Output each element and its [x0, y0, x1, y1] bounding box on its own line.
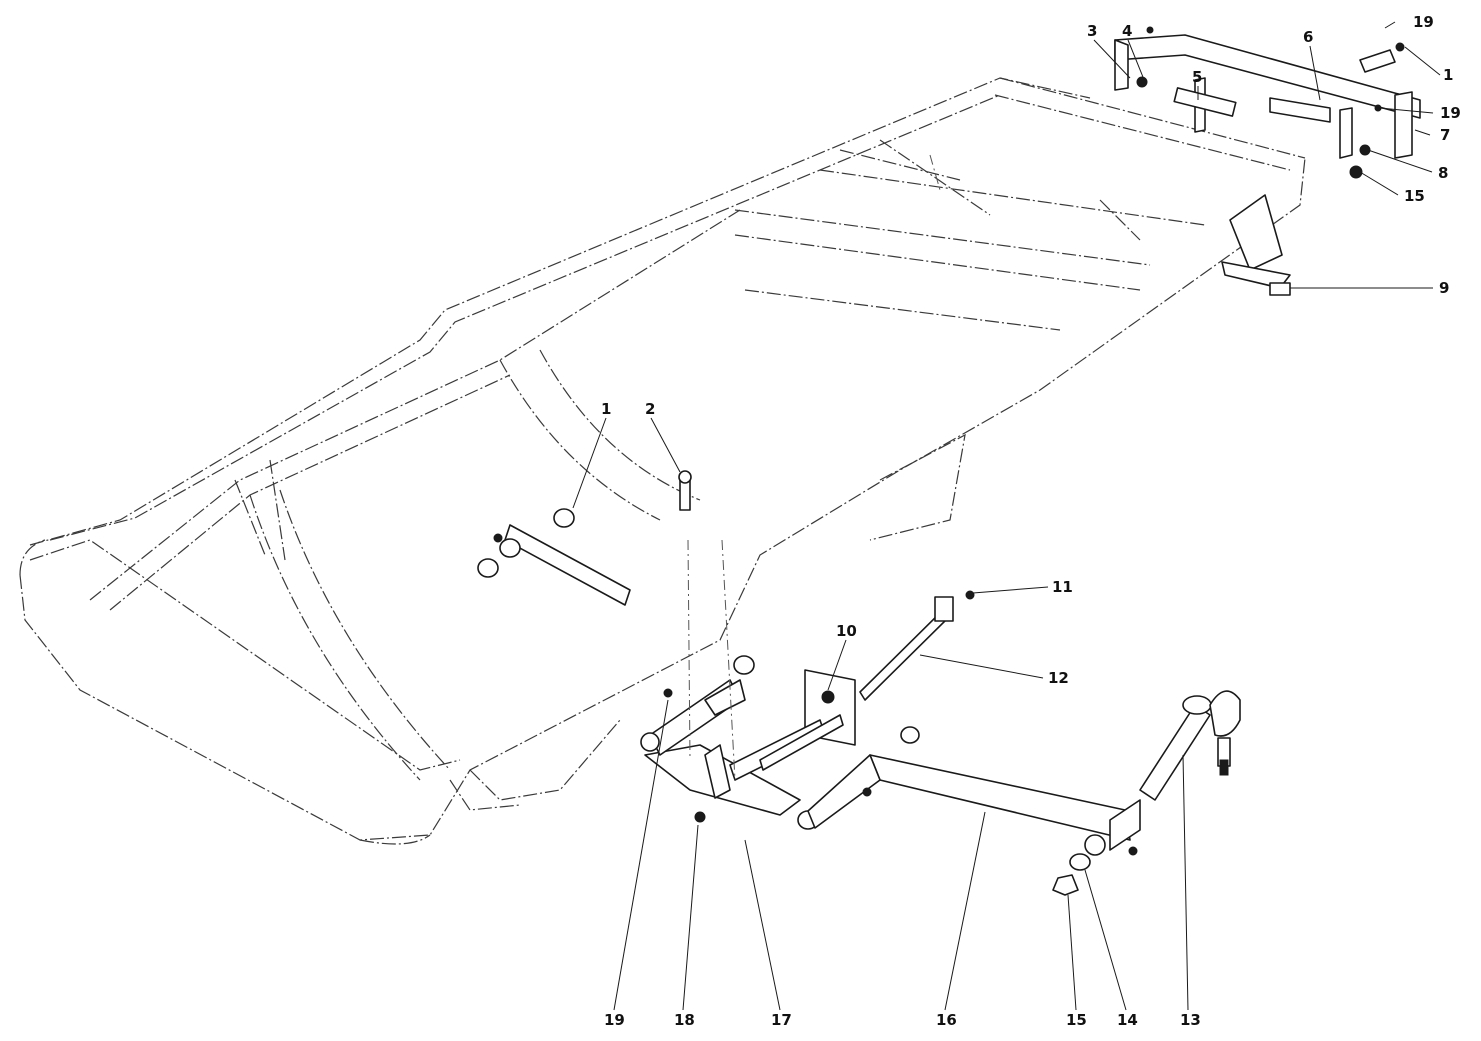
front-crossbar: [477, 470, 692, 606]
front-pivot-assembly: [640, 590, 1141, 896]
callout-13: 13: [1180, 1011, 1201, 1029]
callout-1-right: 1: [1443, 66, 1453, 84]
callout-2: 2: [645, 400, 655, 418]
callout-15-bottom: 15: [1066, 1011, 1087, 1029]
callout-18: 18: [674, 1011, 695, 1029]
callout-6: 6: [1303, 28, 1313, 46]
callout-19-bottom: 19: [604, 1011, 625, 1029]
rear-axle-assembly: [1114, 26, 1421, 179]
callout-7: 7: [1440, 126, 1450, 144]
callout-19-top: 19: [1413, 13, 1434, 31]
callout-9: 9: [1439, 279, 1449, 297]
callout-4: 4: [1122, 22, 1132, 40]
leader-lines: [572, 21, 1441, 1011]
callout-15-top: 15: [1404, 187, 1425, 205]
callout-16: 16: [936, 1011, 957, 1029]
rear-mount-bracket: [1221, 194, 1291, 296]
callout-19-mid: 19: [1440, 104, 1461, 122]
vehicle-frame: [19, 77, 1306, 845]
callout-11: 11: [1052, 578, 1073, 596]
callout-5: 5: [1192, 68, 1202, 86]
king-pin: [1139, 690, 1241, 801]
callout-14: 14: [1117, 1011, 1138, 1029]
callout-12: 12: [1048, 669, 1069, 687]
callout-1-left: 1: [601, 400, 611, 418]
callout-labels: 1 2 3 4 5 6 19 1 19 7 8 15 9 10 11 12 13…: [601, 13, 1461, 1029]
alignment-lines: [687, 154, 941, 781]
callout-10: 10: [836, 622, 857, 640]
callout-17: 17: [771, 1011, 792, 1029]
callout-8: 8: [1438, 164, 1448, 182]
callout-3: 3: [1087, 22, 1097, 40]
